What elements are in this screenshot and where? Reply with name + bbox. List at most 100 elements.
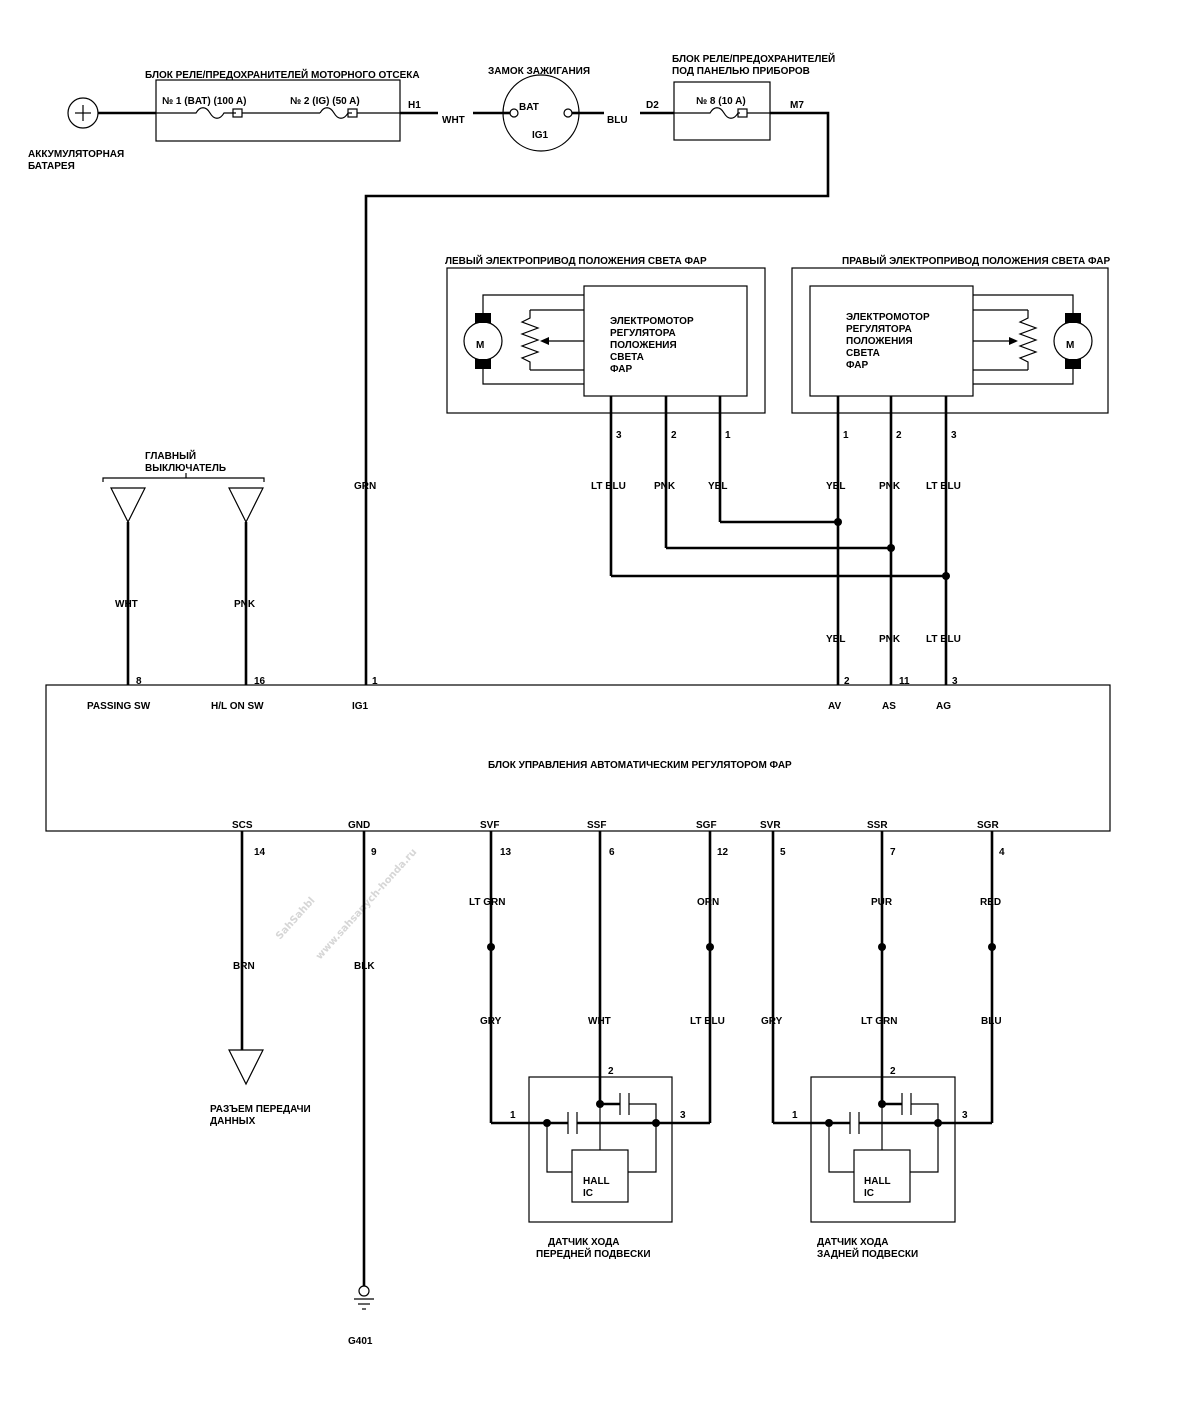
ecu-top-name-hlon: H/L ON SW bbox=[211, 701, 264, 712]
ecu-top-name-av: AV bbox=[828, 701, 841, 712]
right-wire-ltblu: LT BLU bbox=[926, 481, 961, 492]
main-switch: ГЛАВНЫЙ ВЫКЛЮЧАТЕЛЬ WHT PNK bbox=[102, 449, 265, 685]
front-hall-2: IC bbox=[583, 1188, 593, 1199]
right-motor-line-1: ЭЛЕКТРОМОТОР bbox=[846, 312, 930, 323]
wire-ssr-ltgrn: LT GRN bbox=[861, 1016, 897, 1027]
right-motor-icon: M bbox=[1053, 313, 1093, 369]
front-sensor-label-2: ПЕРЕДНЕЙ ПОДВЕСКИ bbox=[536, 1247, 651, 1260]
ecu-wire-pnk: PNK bbox=[879, 634, 901, 645]
pin-13: 13 bbox=[500, 847, 512, 858]
right-motor-line-5: ФАР bbox=[846, 360, 869, 371]
ecu-bot-name-ssf: SSF bbox=[587, 820, 606, 831]
watermark: SahSahbl www.sahsanych-honda.ru bbox=[274, 847, 419, 962]
ignition-title: ЗАМОК ЗАЖИГАНИЯ bbox=[488, 66, 590, 77]
ecu-top-name-ag: AG bbox=[936, 701, 951, 712]
front-sensor: HALL IC 1 2 3 ДАТЧИК ХОДА ПЕРЕДНЕЙ ПОДВЕ… bbox=[491, 1066, 710, 1260]
left-wire-yel: YEL bbox=[708, 481, 727, 492]
right-motor-line-2: РЕГУЛЯТОРА bbox=[846, 324, 912, 335]
right-actuator-title: ПРАВЫЙ ЭЛЕКТРОПРИВОД ПОЛОЖЕНИЯ СВЕТА ФАР bbox=[842, 254, 1111, 267]
right-motor-line-4: СВЕТА bbox=[846, 348, 880, 359]
fuse1-label: № 1 (BAT) (100 A) bbox=[162, 96, 247, 107]
ig-wire-grn: GRN bbox=[354, 481, 376, 492]
left-motor-line-4: СВЕТА bbox=[610, 352, 644, 363]
left-pin-1: 1 bbox=[725, 430, 731, 441]
ecu-top-pin-1: 1 bbox=[372, 676, 378, 687]
left-wire-ltblu: LT BLU bbox=[591, 481, 626, 492]
ecu-bot-name-ssr: SSR bbox=[867, 820, 888, 831]
ecu-top-name-as: AS bbox=[882, 701, 896, 712]
engine-fuse-box-title: БЛОК РЕЛЕ/ПРЕДОХРАНИТЕЛЕЙ МОТОРНОГО ОТСЕ… bbox=[145, 68, 420, 81]
left-motor-line-1: ЭЛЕКТРОМОТОР bbox=[610, 316, 694, 327]
pin-12: 12 bbox=[717, 847, 729, 858]
front-sensor-pin-2: 2 bbox=[608, 1066, 614, 1077]
fuse2-label: № 2 (IG) (50 A) bbox=[290, 96, 360, 107]
ecu-wire-ltblu: LT BLU bbox=[926, 634, 961, 645]
data-link-label-2: ДАННЫХ bbox=[210, 1116, 256, 1127]
battery-label-1: АККУМУЛЯТОРНАЯ bbox=[28, 149, 124, 160]
left-pin-3: 3 bbox=[616, 430, 622, 441]
main-switch-title-1: ГЛАВНЫЙ bbox=[145, 449, 196, 462]
terminal-h1: H1 bbox=[408, 100, 421, 111]
left-actuator: ЛЕВЫЙ ЭЛЕКТРОПРИВОД ПОЛОЖЕНИЯ СВЕТА ФАР … bbox=[445, 254, 766, 414]
rear-sensor-pin-1: 1 bbox=[792, 1110, 798, 1121]
ecu-top-pin-16: 16 bbox=[254, 676, 266, 687]
rear-sensor-label-2: ЗАДНЕЙ ПОДВЕСКИ bbox=[817, 1247, 918, 1260]
ecu-box: PASSING SW H/L ON SW IG1 AV AS AG БЛОК У… bbox=[45, 684, 1111, 832]
wire-svf-ltgrn: LT GRN bbox=[469, 897, 505, 908]
ecu-top-pin-8: 8 bbox=[136, 676, 142, 687]
pin-6: 6 bbox=[609, 847, 615, 858]
ecu-top-name-passing: PASSING SW bbox=[87, 701, 151, 712]
ground-label: G401 bbox=[348, 1336, 373, 1347]
ecu-top-pin-3: 3 bbox=[952, 676, 958, 687]
wire-blu-top: BLU bbox=[607, 115, 628, 126]
ecu-top-pin-11: 11 bbox=[899, 676, 910, 687]
ecu-wire-yel: YEL bbox=[826, 634, 845, 645]
left-pin-2: 2 bbox=[671, 430, 677, 441]
wire-ssf-wht: WHT bbox=[588, 1016, 611, 1027]
wire-sgr-red: RED bbox=[980, 897, 1001, 908]
main-switch-title-2: ВЫКЛЮЧАТЕЛЬ bbox=[145, 463, 226, 474]
front-sensor-pin-3: 3 bbox=[680, 1110, 686, 1121]
ignition-bat: BAT bbox=[519, 102, 539, 113]
dash-fuse-label: № 8 (10 A) bbox=[696, 96, 746, 107]
left-actuator-title: ЛЕВЫЙ ЭЛЕКТРОПРИВОД ПОЛОЖЕНИЯ СВЕТА ФАР bbox=[445, 254, 707, 267]
data-link-label-1: РАЗЪЕМ ПЕРЕДАЧИ bbox=[210, 1104, 311, 1115]
pin-7: 7 bbox=[890, 847, 896, 858]
pin-5: 5 bbox=[780, 847, 786, 858]
top-wires: WHT BLU bbox=[98, 111, 830, 685]
ecu-bottom-wiring: РАЗЪЕМ ПЕРЕДАЧИ ДАННЫХ G401 14 9 13 6 12… bbox=[210, 831, 1005, 1347]
terminal-d2: D2 bbox=[646, 100, 659, 111]
wire-sgf-orn: ORN bbox=[697, 897, 719, 908]
main-switch-wire-wht: WHT bbox=[115, 599, 138, 610]
rear-hall-2: IC bbox=[864, 1188, 874, 1199]
wire-sgr-blu: BLU bbox=[981, 1016, 1002, 1027]
ecu-bot-name-svr: SVR bbox=[760, 820, 781, 831]
wire-wht-top: WHT bbox=[442, 115, 465, 126]
ecu-bot-name-svf: SVF bbox=[480, 820, 499, 831]
right-wire-yel: YEL bbox=[826, 481, 845, 492]
front-hall-1: HALL bbox=[583, 1176, 610, 1187]
wire-sgf-ltblu: LT BLU bbox=[690, 1016, 725, 1027]
left-motor-m: M bbox=[476, 340, 484, 351]
front-sensor-pin-1: 1 bbox=[510, 1110, 516, 1121]
ecu-bot-name-sgr: SGR bbox=[977, 820, 999, 831]
wire-brn: BRN bbox=[233, 961, 255, 972]
ecu-bot-name-sgf: SGF bbox=[696, 820, 717, 831]
pin-4: 4 bbox=[999, 847, 1005, 858]
left-motor-line-2: РЕГУЛЯТОРА bbox=[610, 328, 676, 339]
left-wire-pnk: PNK bbox=[654, 481, 676, 492]
dash-fuse-title-2: ПОД ПАНЕЛЬЮ ПРИБОРОВ bbox=[672, 66, 810, 77]
rear-hall-1: HALL bbox=[864, 1176, 891, 1187]
ignition-switch: ЗАМОК ЗАЖИГАНИЯ BAT IG1 bbox=[488, 66, 590, 152]
right-wire-pnk: PNK bbox=[879, 481, 901, 492]
rear-sensor-pin-3: 3 bbox=[962, 1110, 968, 1121]
watermark-big: SahSahbl bbox=[274, 895, 317, 942]
ecu-bot-name-scs: SCS bbox=[232, 820, 253, 831]
battery: АККУМУЛЯТОРНАЯ БАТАРЕЯ bbox=[28, 97, 124, 172]
wire-ssr-pur: PUR bbox=[871, 897, 893, 908]
watermark-url: www.sahsanych-honda.ru bbox=[314, 847, 419, 962]
dash-fuse-box: БЛОК РЕЛЕ/ПРЕДОХРАНИТЕЛЕЙ ПОД ПАНЕЛЬЮ ПР… bbox=[646, 52, 835, 141]
right-pin-2: 2 bbox=[896, 430, 902, 441]
ignition-ig1: IG1 bbox=[532, 130, 549, 141]
